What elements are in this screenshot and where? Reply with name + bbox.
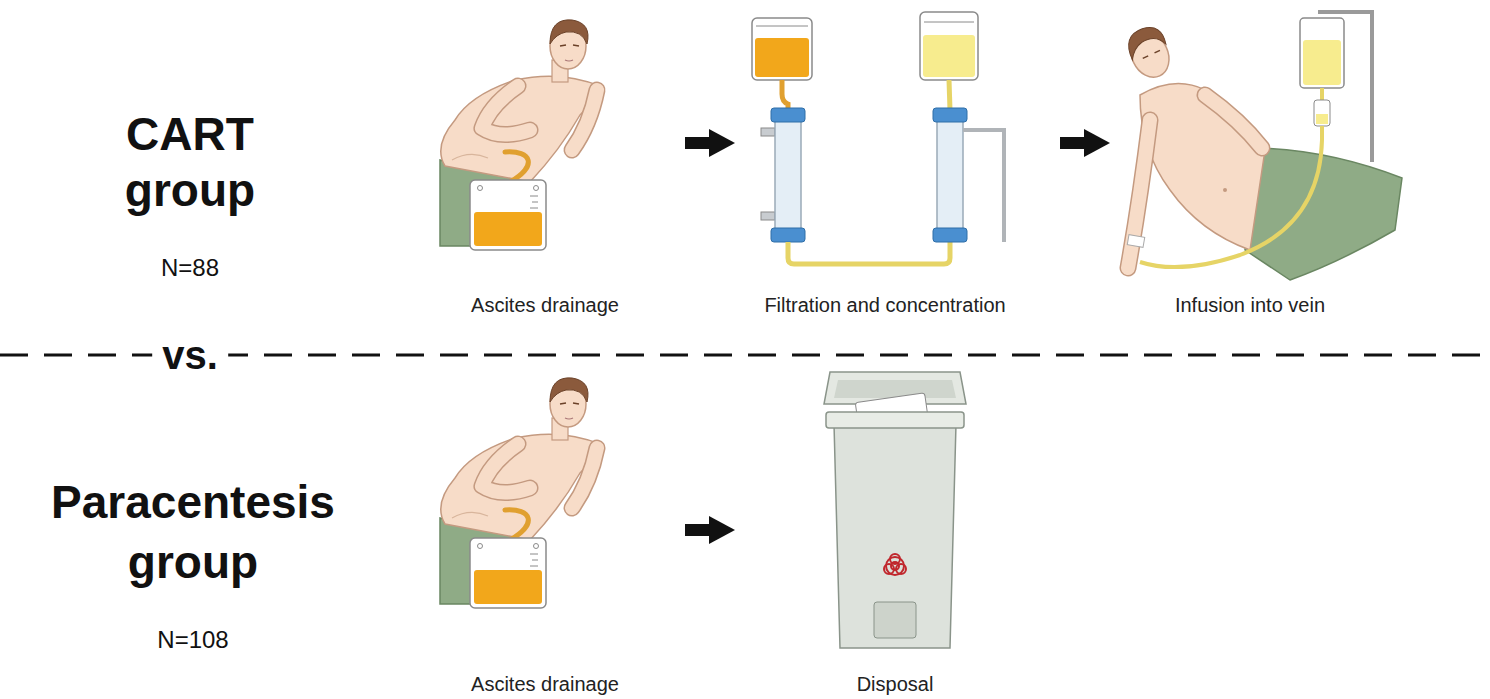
step-caption: Infusion into vein: [1175, 293, 1325, 317]
disposal-bin: [826, 412, 964, 428]
filtration-apparatus: [771, 108, 805, 122]
infusion-patient: [1303, 40, 1341, 85]
step-caption: Filtration and concentration: [764, 293, 1005, 317]
infusion-patient: [1300, 18, 1344, 88]
process-step: Disposal: [735, 365, 1060, 698]
filtration-apparatus: [924, 22, 974, 23]
sample-size: N=108: [93, 626, 293, 654]
flow-arrow: [685, 524, 713, 536]
infusion-patient: [1318, 10, 1374, 14]
infusion-patient: [1128, 120, 1150, 268]
infusion-patient: [1205, 95, 1262, 148]
infusion-patient: [1314, 100, 1330, 126]
disposal-bin: [874, 602, 916, 638]
filtration-apparatus: [775, 120, 801, 230]
process-step: Filtration and concentration: [735, 10, 1060, 328]
filtration-apparatus: [782, 80, 788, 110]
step-caption-box: Disposal: [857, 672, 934, 696]
drainage-patient: [440, 20, 600, 250]
infusion-patient: [1122, 22, 1167, 60]
filtration-apparatus: [771, 228, 805, 242]
infusion-patient: [1320, 88, 1324, 100]
infusion-patient: [1316, 114, 1328, 124]
infusion-patient: [1223, 188, 1227, 192]
filtration-apparatus: [788, 242, 950, 264]
drainage-patient: [440, 378, 600, 608]
step-caption-box: Ascites drainage: [471, 293, 619, 317]
infusion-patient: [1205, 95, 1262, 148]
filtration-apparatus: [752, 18, 812, 80]
group-heading: CART group: [90, 106, 290, 218]
filtration-apparatus: [949, 80, 950, 110]
process-step: Infusion into vein: [1110, 10, 1410, 328]
infusion-patient: [1143, 50, 1160, 58]
versus-label: vs.: [152, 332, 228, 378]
step-caption: Ascites drainage: [471, 672, 619, 696]
step-caption-box: Filtration and concentration: [764, 293, 1005, 317]
step-caption: Disposal: [857, 672, 934, 696]
filtration-apparatus: [752, 12, 1004, 264]
step-caption: Ascites drainage: [471, 293, 619, 317]
filtration-apparatus: [923, 35, 975, 77]
infusion-patient: [1127, 235, 1144, 248]
step-caption-box: Infusion into vein: [1175, 293, 1325, 317]
disposal-bin: [824, 372, 966, 648]
filtration-apparatus: [920, 12, 978, 80]
filtration-apparatus: [755, 38, 809, 77]
group-heading: Paracentesis group: [26, 472, 361, 592]
disposal-bin: [834, 380, 956, 398]
filtration-apparatus: [933, 228, 967, 242]
flow-arrow: [685, 137, 713, 149]
infusion-patient: [1140, 84, 1265, 250]
filtration-apparatus: [756, 26, 808, 27]
infusion-patient: [1140, 126, 1322, 267]
infusion-patient: [1245, 148, 1402, 280]
disposal-bin: [890, 554, 900, 564]
filtration-apparatus: [963, 130, 1004, 242]
infusion-patient: [1128, 120, 1150, 268]
filtration-apparatus: [761, 128, 775, 136]
filtration-apparatus: [937, 120, 963, 230]
infusion-patient: [1370, 10, 1374, 162]
infusion-patient: [1122, 10, 1402, 280]
infusion-patient: [1122, 22, 1178, 84]
disposal-bin: [886, 557, 904, 575]
step-caption-box: Ascites drainage: [471, 672, 619, 696]
flow-arrow: [1060, 137, 1088, 149]
filtration-apparatus: [933, 108, 967, 122]
sample-size: N=88: [90, 254, 290, 282]
process-step: Ascites drainage: [420, 10, 685, 328]
filtration-apparatus: [761, 212, 775, 220]
process-step: Ascites drainage: [420, 365, 685, 698]
disposal-bin: [834, 424, 956, 648]
disposal-bin: [884, 554, 906, 575]
